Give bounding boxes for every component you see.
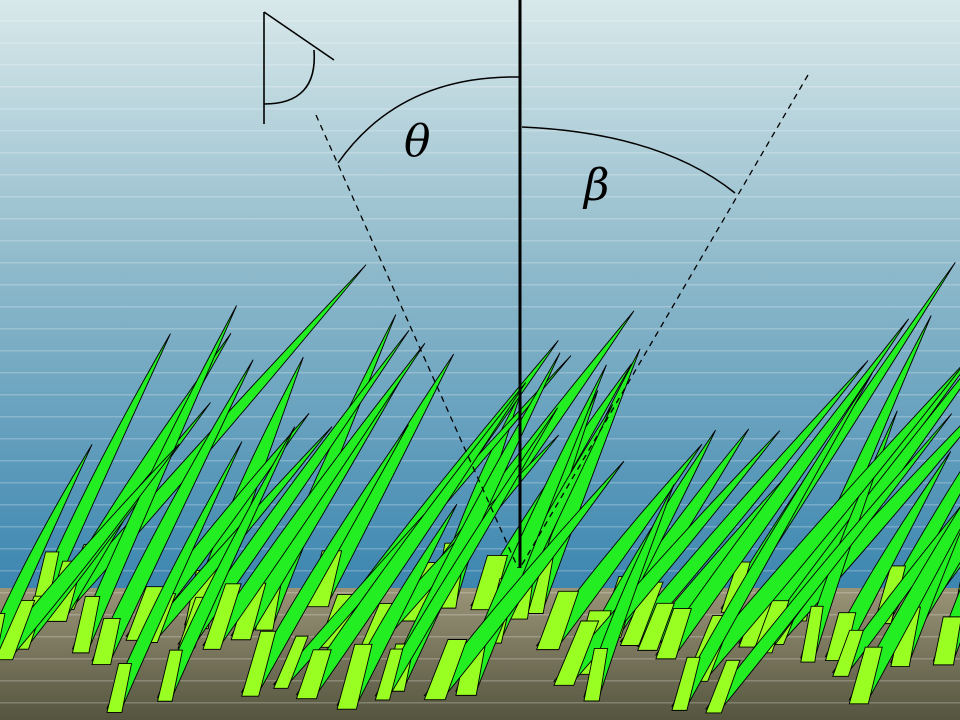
grass-blade: [156, 426, 296, 698]
grass-blade: [704, 413, 953, 710]
grass-blade-base: [273, 635, 309, 689]
grass-canopy: [0, 262, 960, 714]
grass-blade: [684, 366, 960, 678]
grass-blade: [671, 373, 873, 707]
grass-blade: [583, 484, 675, 698]
grass-blade: [831, 506, 960, 673]
beta-arc: [521, 126, 736, 194]
grass-blade: [30, 333, 171, 609]
grass-blade: [295, 382, 527, 696]
grass-blade: [91, 359, 254, 661]
grass-blade: [0, 443, 180, 657]
grass-blade-base: [832, 629, 864, 677]
grass-blade-base: [800, 605, 824, 663]
grass-blade: [240, 424, 409, 693]
grass-blade: [202, 342, 426, 646]
grass-blade-base: [71, 595, 101, 654]
grass-blade-base: [637, 602, 675, 651]
theta-arc: [337, 76, 521, 164]
grass-blade-base: [336, 643, 373, 710]
grass-blade-base: [241, 630, 277, 697]
grass-blade-base: [932, 616, 960, 666]
grass-blade: [374, 407, 558, 697]
grass-blade: [535, 444, 703, 647]
grass-blade: [655, 318, 909, 656]
grass-blade: [824, 451, 952, 658]
grass-blade-base: [423, 639, 468, 701]
grass-blade-base: [156, 649, 183, 702]
grass-blade-base: [671, 656, 701, 711]
grass-blade-base: [91, 618, 121, 665]
grass-blade-base: [705, 659, 741, 714]
grass-blade-base: [202, 583, 242, 650]
grass-blade: [0, 444, 93, 650]
view-direction-line: [315, 114, 519, 569]
grass-blade-base: [583, 647, 609, 702]
grass-blade-base: [553, 620, 600, 686]
grass-blade: [177, 330, 410, 645]
beta-label: β: [582, 160, 609, 211]
grass-blade-base: [0, 613, 6, 641]
grass-blade-base: [470, 555, 509, 611]
grass-blade-base: [655, 608, 692, 660]
grass-blade: [619, 360, 869, 642]
grass-blade-base: [106, 663, 133, 713]
grass-blade-base: [535, 590, 580, 651]
grass-blade-base: [848, 646, 883, 705]
grass-blade-base: [295, 649, 332, 700]
eye-icon: [263, 11, 335, 124]
grass-blade: [423, 460, 625, 697]
theta-label: θ: [404, 116, 431, 167]
grass-blade-base: [374, 648, 404, 701]
blade-direction-line: [519, 74, 809, 569]
grass-blade: [106, 441, 243, 709]
